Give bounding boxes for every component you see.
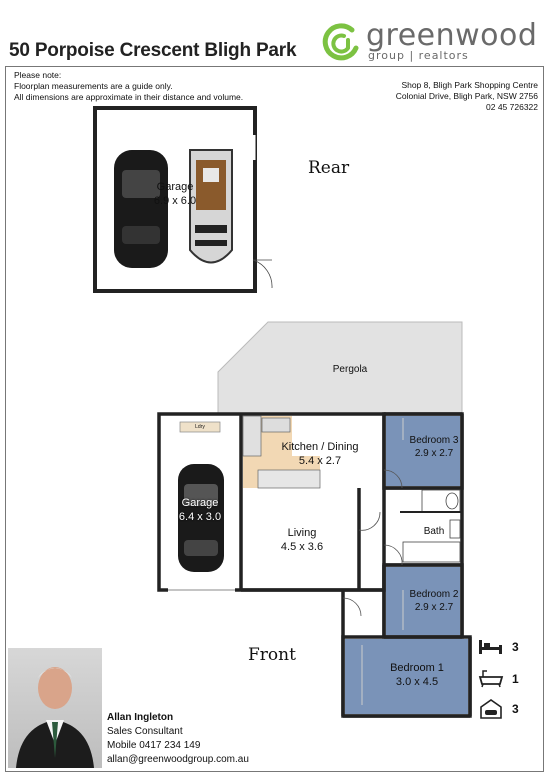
laundry-label: Ldry	[195, 424, 205, 430]
rear-label: Rear	[308, 158, 350, 178]
agent-portrait	[16, 667, 94, 768]
greenwood-logo: greenwood group | realtors	[322, 18, 542, 64]
bath-icon	[478, 670, 504, 688]
car-icon	[480, 699, 502, 719]
office-phone: 02 45 726322	[486, 102, 538, 112]
agent-photo	[8, 648, 102, 768]
logo-wordmark: greenwood	[366, 18, 538, 53]
front-label: Front	[248, 645, 296, 665]
bedrooms-stat: 3	[478, 636, 538, 660]
agent-email[interactable]: allan@greenwoodgroup.com.au	[107, 754, 249, 765]
office-line-1: Shop 8, Bligh Park Shopping Centre	[401, 80, 538, 90]
disclaimer-note: Please note: Floorplan measurements are …	[14, 70, 243, 103]
pergola-label: Pergola	[332, 364, 368, 375]
note-line-1: Floorplan measurements are a guide only.	[14, 81, 173, 91]
bathrooms-count: 1	[512, 672, 519, 686]
bedrooms-count: 3	[512, 640, 519, 654]
agent-name: Allan Ingleton	[107, 712, 174, 723]
bedroom-1-label: Bedroom 1 3.0 x 4.5	[390, 662, 444, 688]
garage-car-icon	[178, 464, 224, 572]
page-title: 50 Porpoise Crescent Bligh Park	[9, 40, 297, 61]
page-frame	[5, 66, 544, 772]
logo-tagline: group | realtors	[368, 49, 469, 62]
office-address: Shop 8, Bligh Park Shopping Centre Colon…	[396, 80, 538, 113]
bath-label: Bath	[423, 526, 445, 537]
garage-label: Garage 6.4 x 3.0	[178, 497, 222, 523]
bedroom-2-label: Bedroom 2 2.9 x 2.7	[409, 589, 459, 613]
car-spaces-count: 3	[512, 702, 519, 716]
agent-role: Sales Consultant	[107, 726, 183, 737]
boat-icon	[189, 149, 233, 264]
agent-details: Allan Ingleton Sales Consultant Mobile 0…	[107, 711, 249, 767]
bedroom-1-floor	[345, 639, 468, 714]
living-label: Living 4.5 x 3.6	[280, 527, 324, 553]
agent-mobile: Mobile 0417 234 149	[107, 740, 201, 751]
note-heading: Please note:	[14, 70, 62, 80]
bathrooms-stat: 1	[478, 668, 538, 692]
bedroom-3-label: Bedroom 3 2.9 x 2.7	[409, 435, 459, 459]
bed-icon	[479, 640, 502, 654]
bedroom-2-floor	[386, 567, 460, 635]
note-line-2: All dimensions are approximate in their …	[14, 92, 244, 102]
bedroom-3-floor	[386, 416, 460, 486]
car-spaces-stat: 3	[478, 698, 538, 722]
leaf-logo-icon	[322, 23, 359, 61]
office-line-2: Colonial Drive, Bligh Park, NSW 2756	[395, 91, 538, 101]
bathroom-fixtures	[400, 489, 462, 563]
car-icon	[114, 150, 168, 268]
rear-garage-label: Garage 6.9 x 6.0	[153, 181, 197, 207]
kitchen-label: Kitchen / Dining 5.4 x 2.7	[281, 441, 359, 467]
